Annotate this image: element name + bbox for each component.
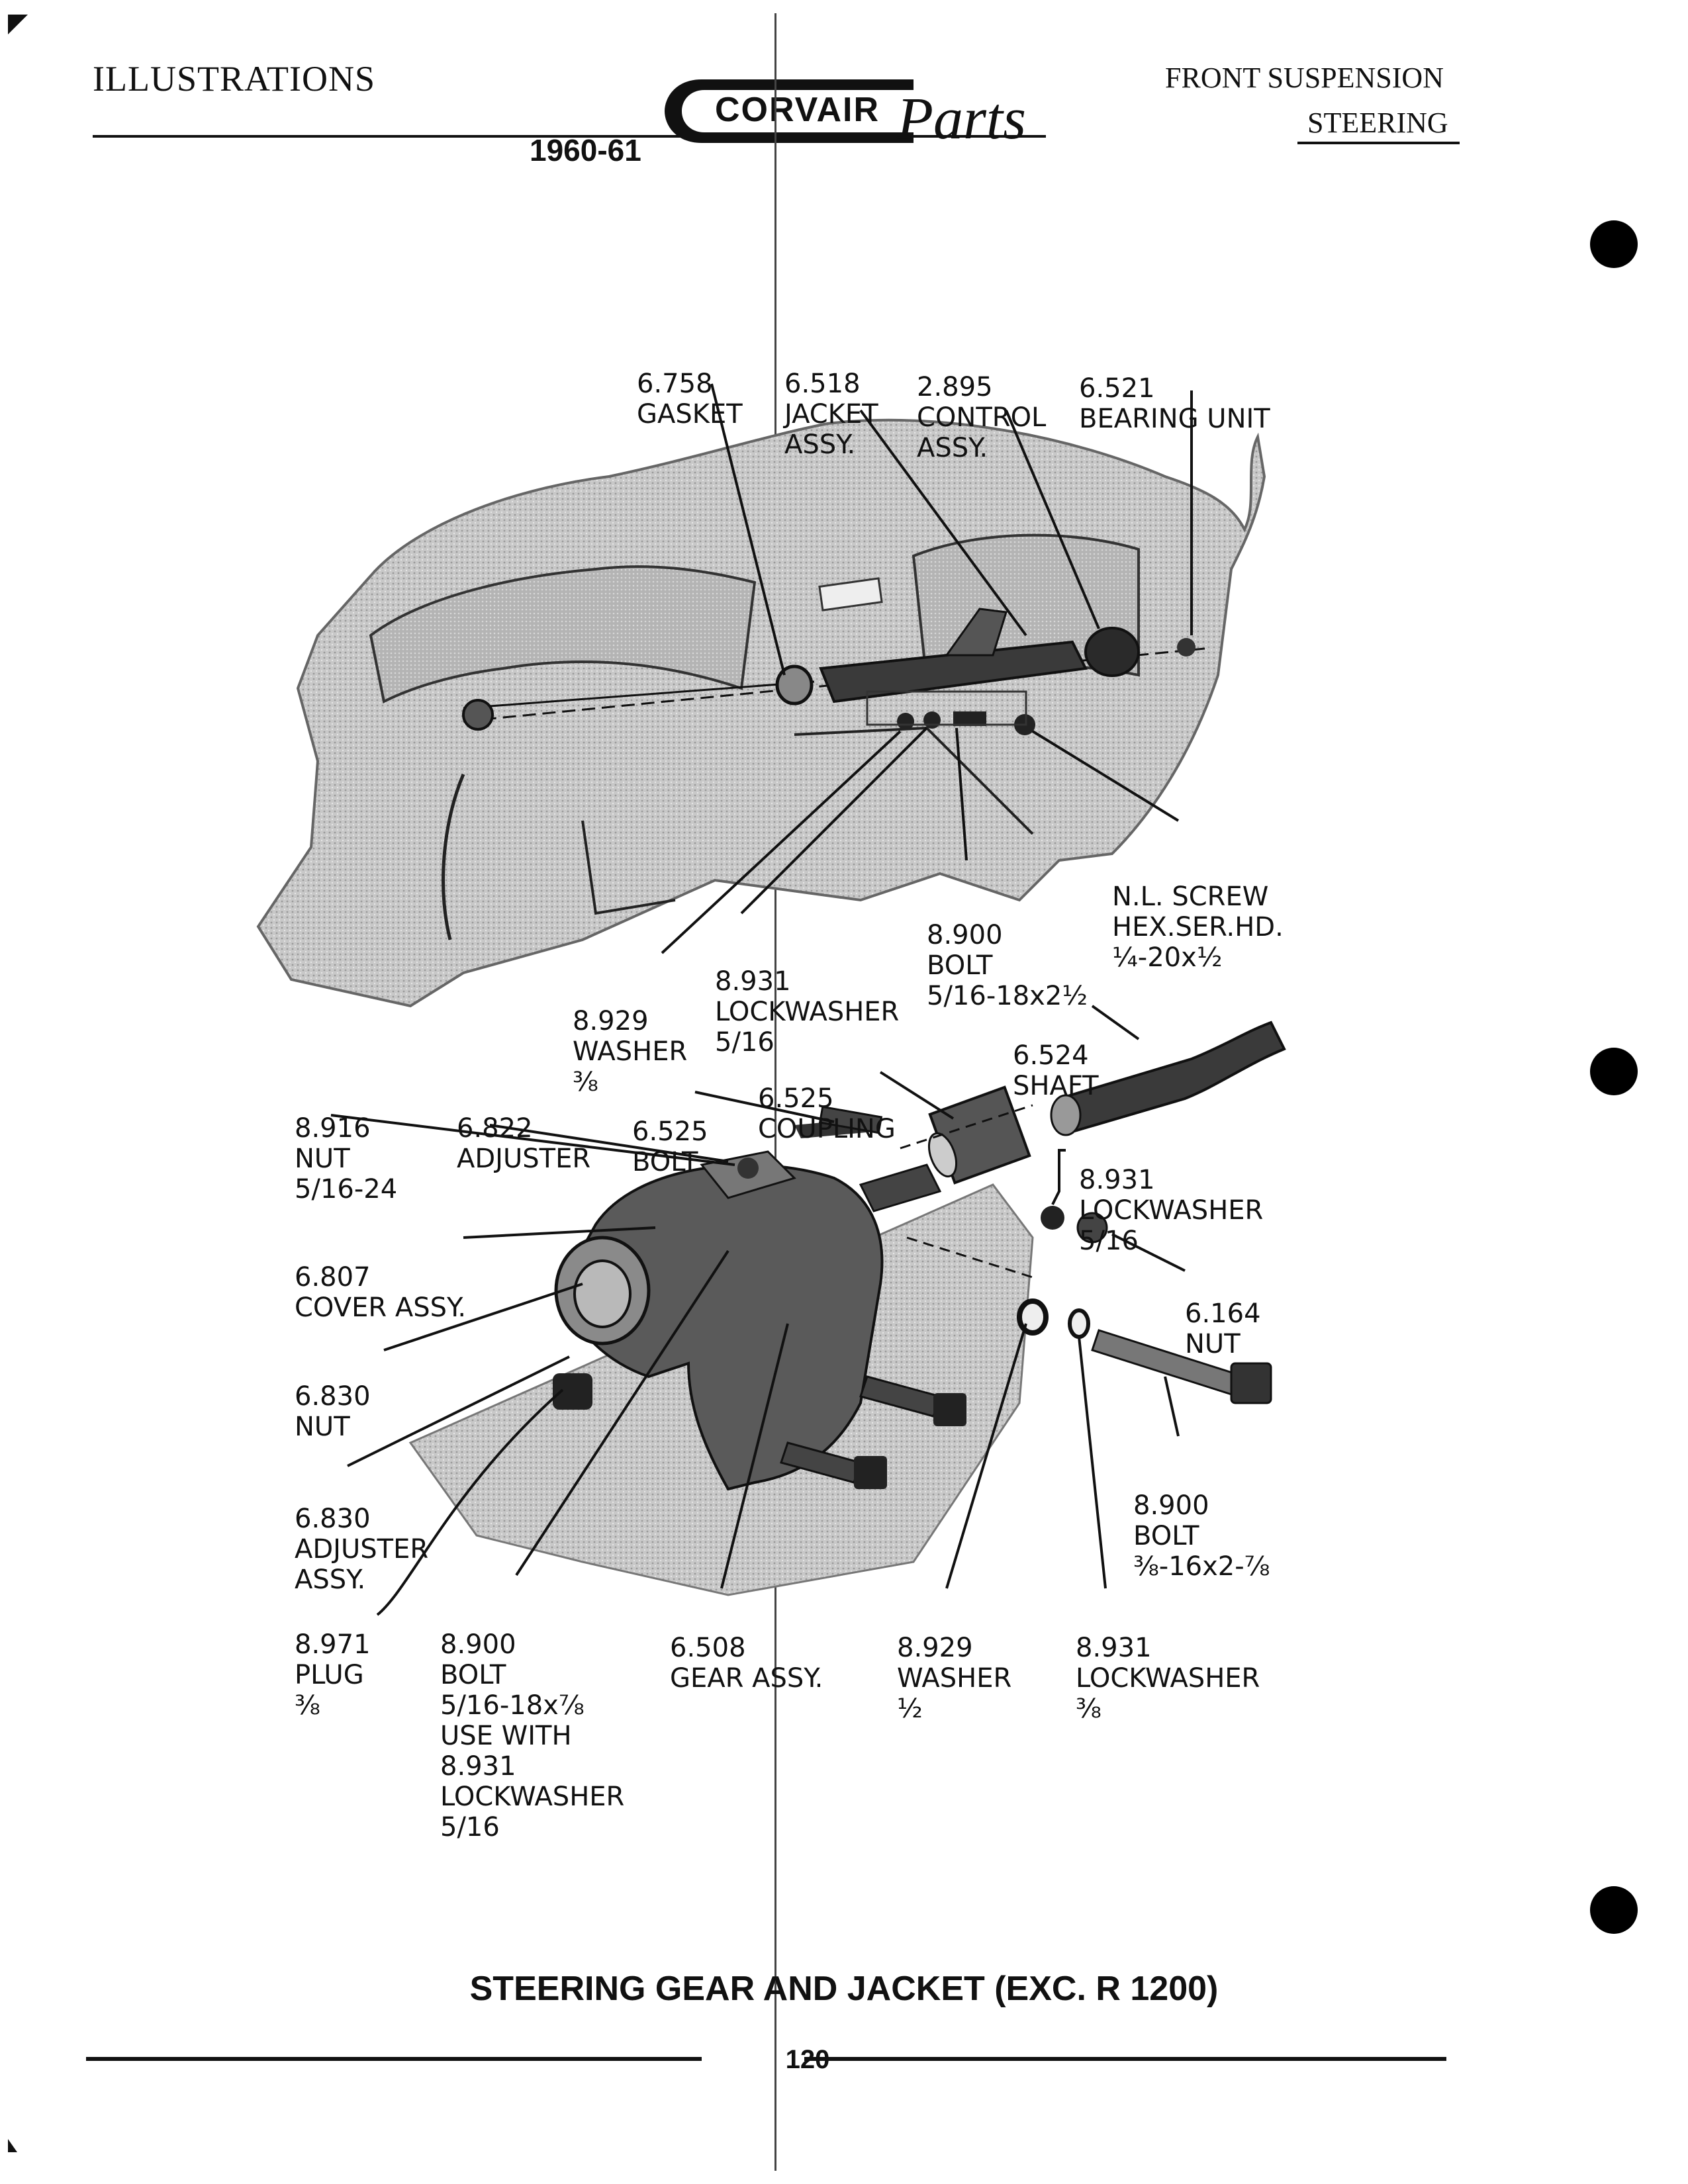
header-left-title: ILLUSTRATIONS: [93, 59, 375, 99]
footer-rule-left: [86, 2057, 702, 2061]
corvair-logo: [665, 79, 914, 143]
car-body-illustration: [256, 418, 1266, 1008]
logo-script: Parts: [897, 86, 1027, 152]
corner-mark-bottom-left: [8, 2139, 17, 2152]
binder-hole-3: [1590, 1886, 1638, 1934]
header-right-line1: FRONT SUSPENSION: [1165, 62, 1444, 94]
header-rule-right: [1297, 142, 1460, 144]
figure-caption: STEERING GEAR AND JACKET (EXC. R 1200): [469, 1970, 1219, 2008]
logo-wordmark: CORVAIR: [715, 91, 880, 129]
leader-lines: [330, 383, 1193, 1616]
header-year: 1960-61: [530, 133, 641, 167]
steering-gear-illustration: [408, 1021, 1286, 1596]
scan-line: [774, 13, 776, 2171]
header-rule-left: [93, 135, 1046, 138]
binder-hole-2: [1590, 1048, 1638, 1095]
header-right-line2: STEERING: [1307, 107, 1448, 139]
binder-hole-1: [1590, 220, 1638, 268]
steering-column-illustration: [462, 608, 1205, 735]
footer-rule-right: [804, 2057, 1446, 2061]
corner-mark-top-left: [8, 15, 28, 34]
